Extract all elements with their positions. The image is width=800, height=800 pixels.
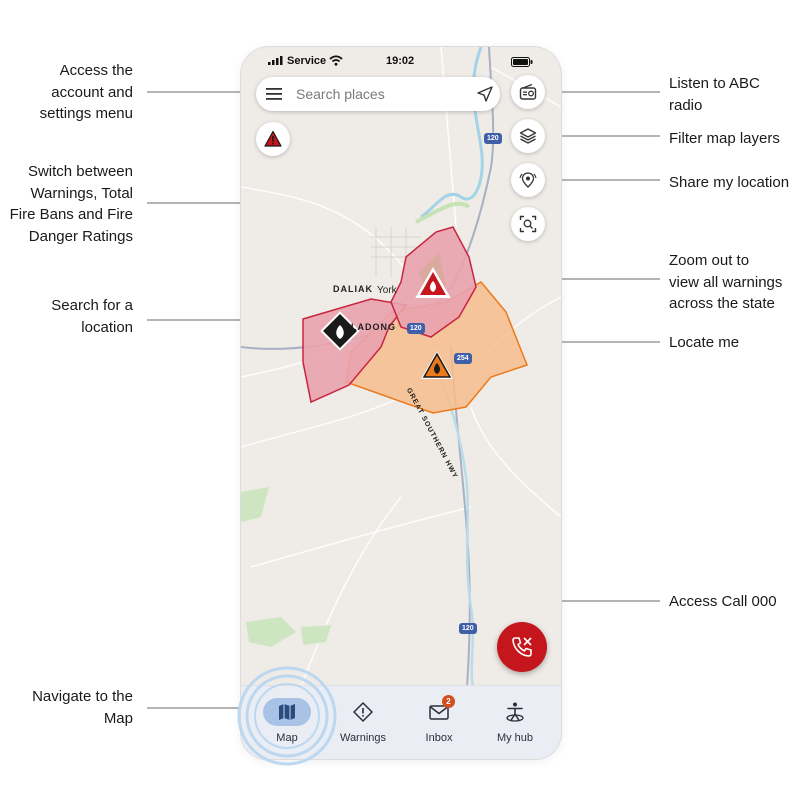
map-label-dalliak: DALIAK: [333, 284, 373, 294]
nav-label: Warnings: [339, 732, 387, 744]
callout-call: Access Call 000: [669, 593, 777, 610]
map-label-gwaladong: LADONG: [351, 322, 396, 332]
fire-watch-marker[interactable]: [421, 351, 453, 379]
map-canvas[interactable]: [241, 47, 561, 687]
nav-item-map[interactable]: Map: [249, 686, 325, 759]
map-layers-button[interactable]: [511, 119, 545, 153]
inbox-badge: 2: [442, 695, 455, 708]
wifi-icon: [329, 55, 343, 66]
layers-icon: [519, 128, 537, 144]
warning-diamond-icon: [353, 702, 373, 722]
clock-time: 19:02: [386, 55, 415, 67]
phone-screen: DALIAK York LADONG GREAT SOUTHERN HWY 12…: [241, 47, 561, 759]
nav-item-my-hub[interactable]: My hub: [477, 686, 553, 759]
nav-label: Map: [276, 732, 298, 744]
cellular-signal-icon: [268, 56, 283, 65]
nav-label: My hub: [496, 732, 534, 744]
navigation-arrow-icon[interactable]: [476, 85, 494, 103]
bottom-navigation: Map Warnings 2 Inbox My hub: [241, 685, 561, 759]
warning-type-toggle-button[interactable]: [256, 122, 290, 156]
callout-share: Share my location: [669, 174, 790, 191]
radio-icon: [519, 83, 537, 100]
warning-triangle-icon: [264, 130, 282, 147]
fire-advice-marker[interactable]: [320, 311, 360, 351]
map-label-york: York: [377, 285, 397, 296]
nav-label: Inbox: [425, 732, 453, 744]
road-shield: 120: [407, 323, 425, 334]
road-shield: 120: [459, 623, 477, 634]
share-location-icon: [519, 172, 537, 188]
share-location-button[interactable]: [511, 163, 545, 197]
road-shield: 120: [484, 133, 502, 144]
battery-icon: [511, 57, 533, 67]
zoom-to-state-button[interactable]: [511, 207, 545, 241]
callout-locate: Locate me: [669, 334, 740, 351]
phone-icon: [512, 637, 532, 657]
person-hub-icon: [506, 702, 524, 722]
fire-emergency-marker[interactable]: [415, 266, 451, 298]
hamburger-menu-icon[interactable]: [264, 84, 284, 104]
status-bar: Service 19:02: [241, 47, 561, 75]
nav-item-warnings[interactable]: Warnings: [325, 686, 401, 759]
abc-radio-button[interactable]: [511, 75, 545, 109]
nav-item-inbox[interactable]: 2 Inbox: [401, 686, 477, 759]
road-shield: 254: [454, 353, 472, 364]
mail-icon: [429, 705, 449, 720]
search-input[interactable]: [296, 83, 466, 105]
call-000-button[interactable]: [497, 622, 547, 672]
search-bar: [256, 77, 500, 111]
zoom-extent-icon: [519, 215, 537, 233]
callout-layers: Filter map layers: [669, 130, 780, 147]
carrier-name: Service: [287, 55, 327, 67]
map-icon: [279, 704, 295, 720]
